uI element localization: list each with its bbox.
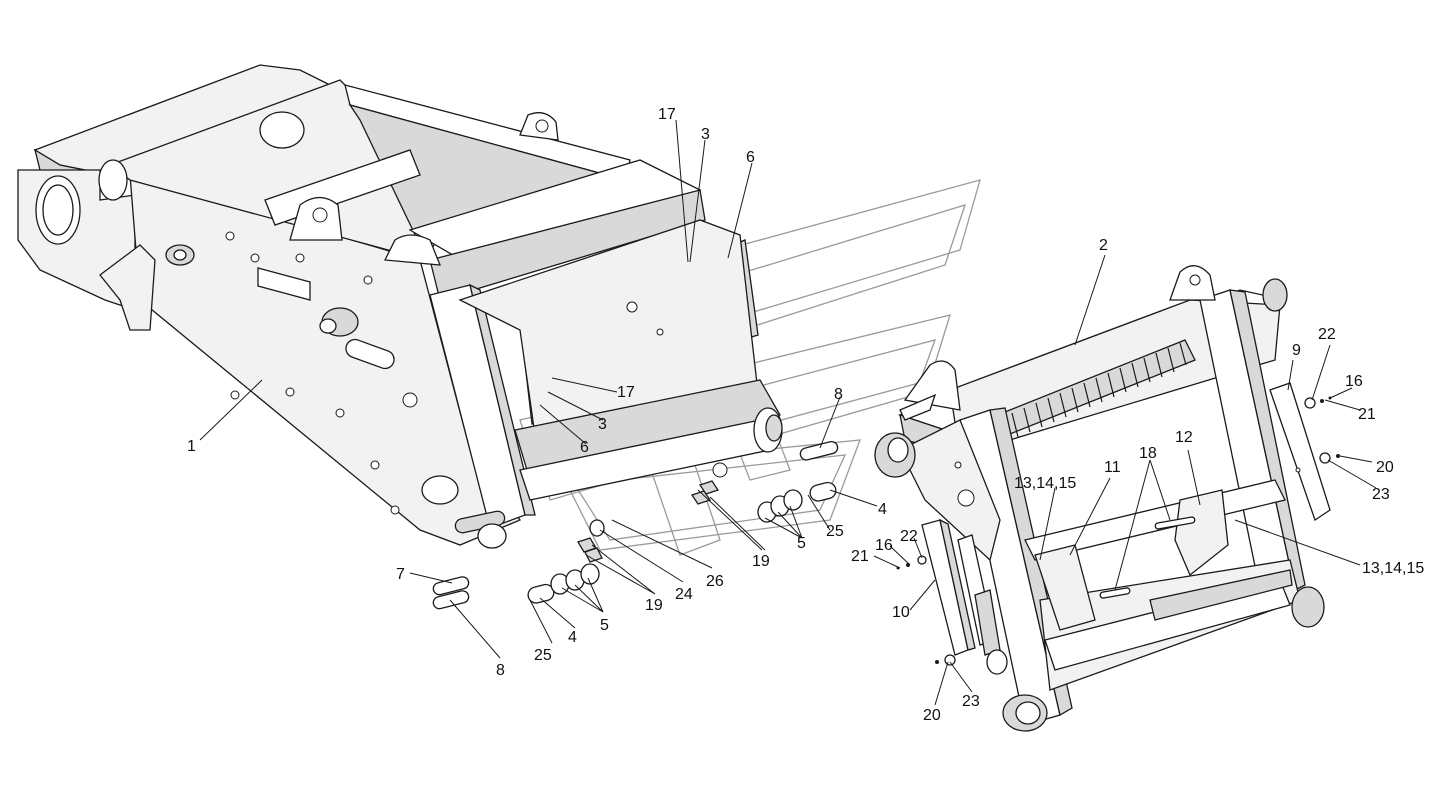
callout-12: 12 [1175, 429, 1193, 446]
callout-18: 18 [1139, 445, 1157, 462]
callout-25: 25 [826, 523, 844, 540]
callout-22: 22 [1318, 326, 1336, 343]
callout-4: 4 [878, 501, 887, 518]
callout-26: 26 [706, 573, 724, 590]
callout-20: 20 [923, 707, 941, 724]
callout-21: 21 [1358, 406, 1376, 423]
callout-3: 3 [701, 126, 710, 143]
callout-17: 17 [617, 384, 635, 401]
front-subframe-middle [458, 219, 783, 501]
callout-6: 6 [746, 149, 755, 166]
callout-11: 11 [1104, 459, 1121, 476]
callout-3: 3 [598, 416, 607, 433]
callout-17: 17 [658, 106, 676, 123]
callout-5: 5 [797, 535, 806, 552]
callout-10: 10 [892, 604, 910, 621]
callout-13-14-15: 13,14,15 [1014, 475, 1076, 492]
callout-21: 21 [851, 548, 869, 565]
callout-19: 19 [752, 553, 770, 570]
callout-9: 9 [1292, 342, 1301, 359]
callout-8: 8 [834, 386, 843, 403]
callout-6: 6 [580, 439, 589, 456]
hydraulic-cylinder [957, 534, 1008, 675]
callout-24: 24 [675, 586, 693, 603]
callout-23: 23 [1372, 486, 1390, 503]
frame-left-assembly [17, 64, 706, 549]
strip-10 [921, 518, 976, 656]
callout-20: 20 [1376, 459, 1394, 476]
callout-23: 23 [962, 693, 980, 710]
callout-4: 4 [568, 629, 577, 646]
callout-16: 16 [1345, 373, 1363, 390]
callout-7: 7 [396, 566, 405, 583]
frame-left-holes [225, 231, 418, 515]
strip-9 [1269, 382, 1331, 522]
callout-22: 22 [900, 528, 918, 545]
callout-5: 5 [600, 617, 609, 634]
callout-19: 19 [645, 597, 663, 614]
callout-1: 1 [187, 438, 196, 455]
callout-labels: 1 2 3 3 4 4 5 5 6 6 7 8 8 9 10 11 12 13,… [187, 106, 1424, 724]
callout-16: 16 [875, 537, 893, 554]
callout-13-14-15: 13,14,15 [1362, 560, 1424, 577]
callout-25: 25 [534, 647, 552, 664]
leader-lines [199, 119, 1377, 706]
callout-8: 8 [496, 662, 505, 679]
frame-right-assembly [874, 265, 1325, 732]
callout-2: 2 [1099, 237, 1108, 254]
